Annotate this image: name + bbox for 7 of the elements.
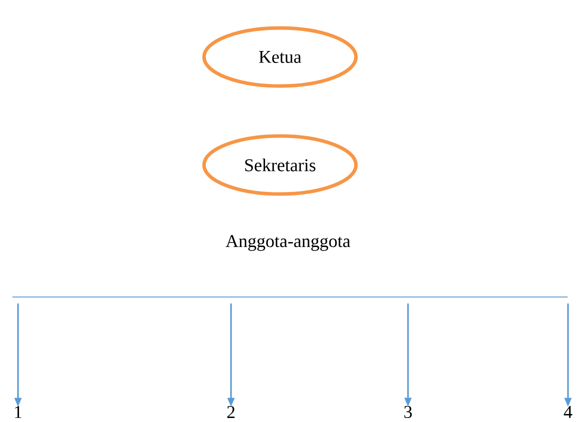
label-text: 1 xyxy=(15,406,22,418)
label-text: 3 xyxy=(404,406,412,418)
label-text: 2 xyxy=(227,406,235,418)
label-text: 4 xyxy=(564,406,572,418)
ellipse-node: Sekretaris xyxy=(202,134,358,196)
ellipse-node: Ketua xyxy=(202,26,358,88)
label-text: Anggota-anggota xyxy=(226,235,350,251)
